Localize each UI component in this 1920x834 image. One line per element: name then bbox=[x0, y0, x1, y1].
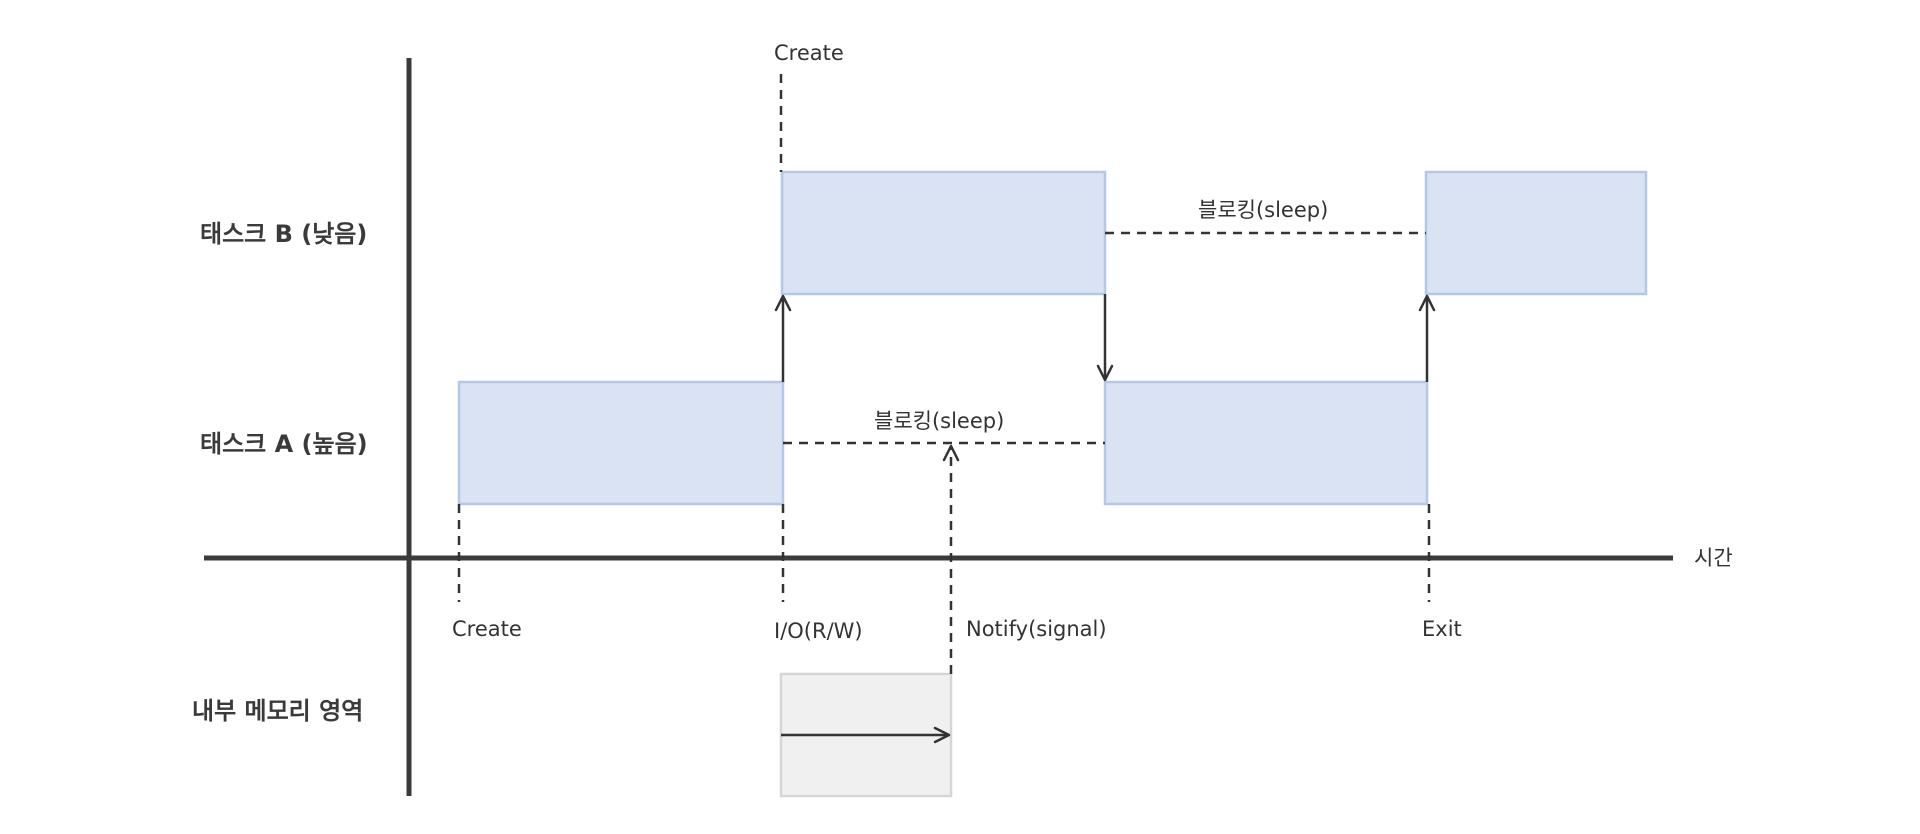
task-a-run-block-1 bbox=[457, 380, 785, 506]
task-b-run-block-1 bbox=[780, 170, 1107, 296]
row-label-memory: 내부 메모리 영역 bbox=[192, 697, 363, 725]
row-label-task-a: 태스크 A (높음) bbox=[200, 430, 368, 458]
task-a-blocking-label: 블로킹(sleep) bbox=[874, 409, 1004, 433]
io-label: I/O(R/W) bbox=[774, 619, 863, 643]
memory-transfer-arrowhead bbox=[933, 726, 951, 744]
notify-label: Notify(signal) bbox=[966, 617, 1107, 641]
switch-b-to-a-arrowhead bbox=[1096, 364, 1114, 382]
row-label-task-b: 태스크 B (낮음) bbox=[200, 220, 367, 248]
switch-a-to-b-arrowhead bbox=[774, 294, 792, 312]
create-b-label: Create bbox=[774, 41, 844, 65]
notify-arrowhead bbox=[942, 444, 960, 462]
switch-a-to-b-exit-arrowhead bbox=[1418, 294, 1436, 312]
create-a-label: Create bbox=[452, 617, 522, 641]
task-a-run-block-2 bbox=[1103, 380, 1429, 506]
task-b-run-block-2 bbox=[1424, 170, 1648, 296]
task-b-blocking-label: 블로킹(sleep) bbox=[1198, 198, 1328, 222]
exit-label: Exit bbox=[1422, 617, 1462, 641]
time-axis-label: 시간 bbox=[1694, 546, 1733, 570]
